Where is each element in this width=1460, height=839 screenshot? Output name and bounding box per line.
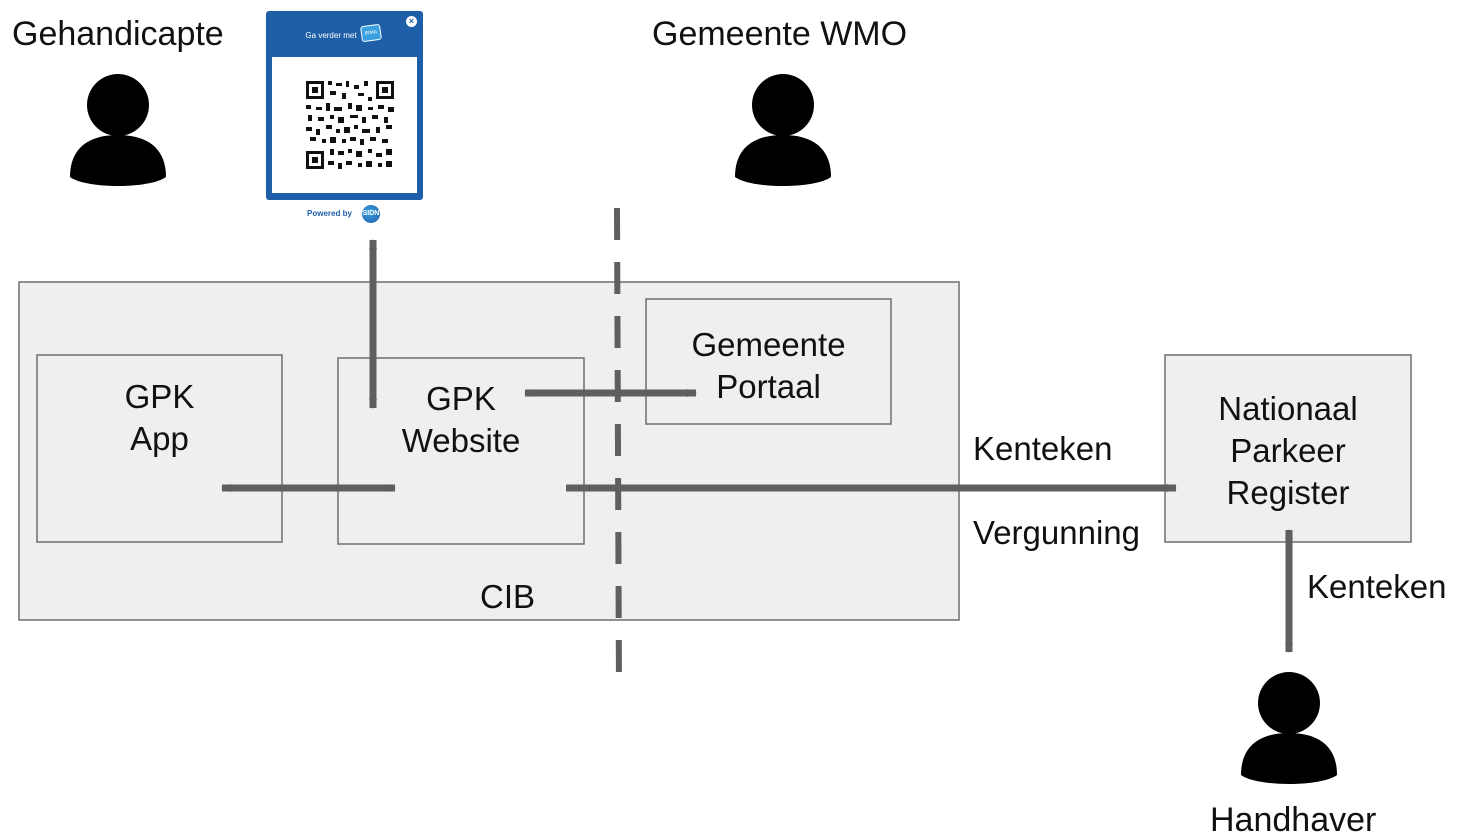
- sidn-logo-icon: SIDN: [362, 205, 380, 223]
- gemeente-portaal-box[interactable]: [645, 298, 892, 425]
- kenteken-label: Kenteken: [973, 430, 1113, 467]
- qr-code-panel: [272, 57, 417, 193]
- gemeente-portaal-label-line2: Portaal: [716, 368, 821, 405]
- powered-by-text: Powered by: [307, 209, 352, 218]
- gpk-app-label-line2: App: [130, 420, 189, 457]
- person-icon: [70, 74, 166, 186]
- qr-code-icon: [306, 81, 394, 169]
- gpk-website-label-line1: GPK: [426, 380, 496, 417]
- gemeente-portaal-label: Gemeente Portaal: [646, 324, 891, 408]
- boundary-dashed-line: [614, 207, 622, 693]
- npr-label-line1: Nationaal: [1218, 390, 1358, 427]
- irma-logo-icon: IRMA: [359, 23, 383, 43]
- actor-handhaver-label: Handhaver: [1210, 801, 1377, 839]
- login-card[interactable]: Ga verder met IRMA ×: [266, 11, 423, 200]
- gpk-app-label: GPK App: [37, 376, 282, 460]
- npr-label-line2: Parkeer: [1230, 432, 1346, 469]
- gpk-app-label-line1: GPK: [124, 378, 195, 415]
- cib-label: CIB: [480, 578, 536, 615]
- gpk-app-box[interactable]: [36, 354, 283, 543]
- npr-label-line3: Register: [1226, 474, 1350, 511]
- login-card-header: Ga verder met: [305, 31, 357, 40]
- gemeente-portaal-label-line1: Gemeente: [691, 326, 846, 363]
- gpk-website-label-line2: Website: [401, 422, 521, 459]
- close-icon[interactable]: ×: [406, 16, 417, 27]
- actor-gemeente-wmo-label: Gemeente WMO: [652, 15, 908, 53]
- gpk-website-label: GPK Website: [338, 378, 584, 462]
- kenteken-handhaver-label: Kenteken: [1307, 568, 1447, 605]
- vergunning-label: Vergunning: [973, 514, 1140, 551]
- person-icon: [1241, 672, 1337, 784]
- npr-label: Nationaal Parkeer Register: [1165, 388, 1411, 514]
- actor-gehandicapte-label: Gehandicapte: [12, 15, 224, 53]
- person-icon: [735, 74, 831, 186]
- npr-box[interactable]: [1164, 354, 1412, 543]
